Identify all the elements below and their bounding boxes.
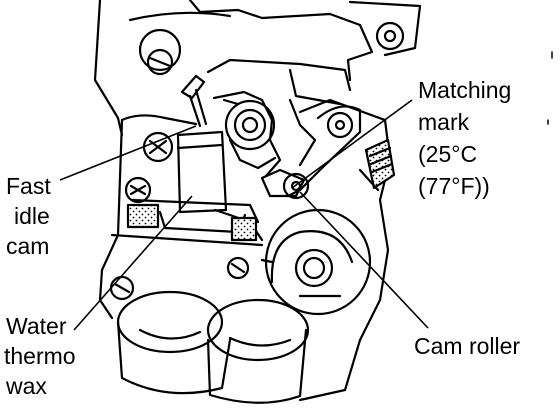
lower-cylinders	[116, 290, 310, 404]
label-cam-roller: Cam roller	[414, 333, 520, 359]
leader-matching-mark	[291, 99, 413, 189]
throttle-wheel	[260, 208, 372, 316]
upper-housing	[93, 0, 422, 137]
label-water-thermo-wax: Water thermo wax	[4, 313, 82, 399]
adjuster-spring	[358, 138, 396, 192]
fast-idle-cam-part	[222, 98, 277, 170]
leader-cam-roller	[299, 191, 429, 329]
cam-roller-part	[282, 172, 310, 200]
leader-fast-idle-cam	[59, 125, 197, 181]
label-matching-mark: Matching mark (25°C (77°F))	[418, 77, 518, 199]
labels: Fast idle cam Matching mark (25°C (77°F)…	[4, 77, 520, 399]
linkage-top	[180, 58, 352, 178]
leader-lines	[59, 99, 429, 331]
leader-water-thermo-wax	[73, 195, 193, 331]
thermo-wax-housing	[126, 130, 258, 242]
carburetor-drawing	[93, 0, 553, 404]
edge-marks	[547, 51, 553, 125]
label-fast-idle-cam: Fast idle cam	[6, 173, 57, 259]
